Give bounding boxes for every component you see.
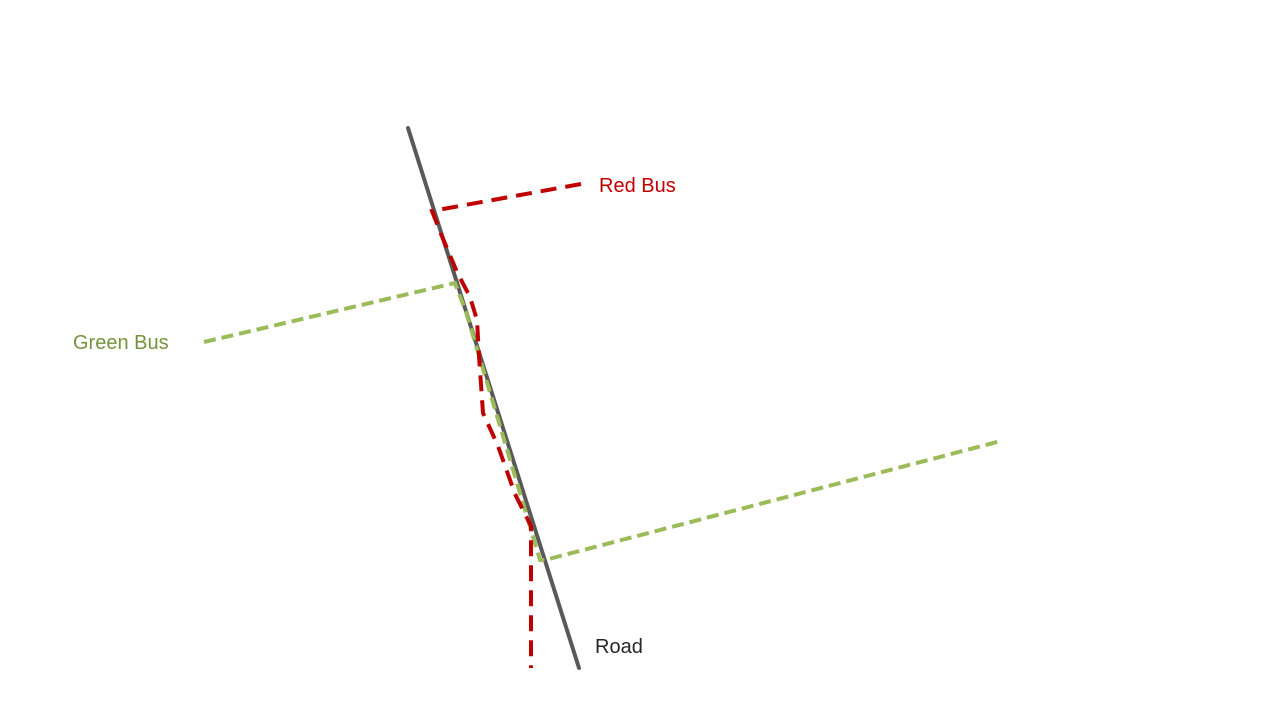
red-bus-label: Red Bus bbox=[599, 175, 676, 197]
road-label: Road bbox=[595, 636, 643, 658]
green-bus-route bbox=[203, 280, 1002, 562]
red-bus-route bbox=[429, 182, 582, 668]
green-bus-label: Green Bus bbox=[73, 332, 169, 354]
